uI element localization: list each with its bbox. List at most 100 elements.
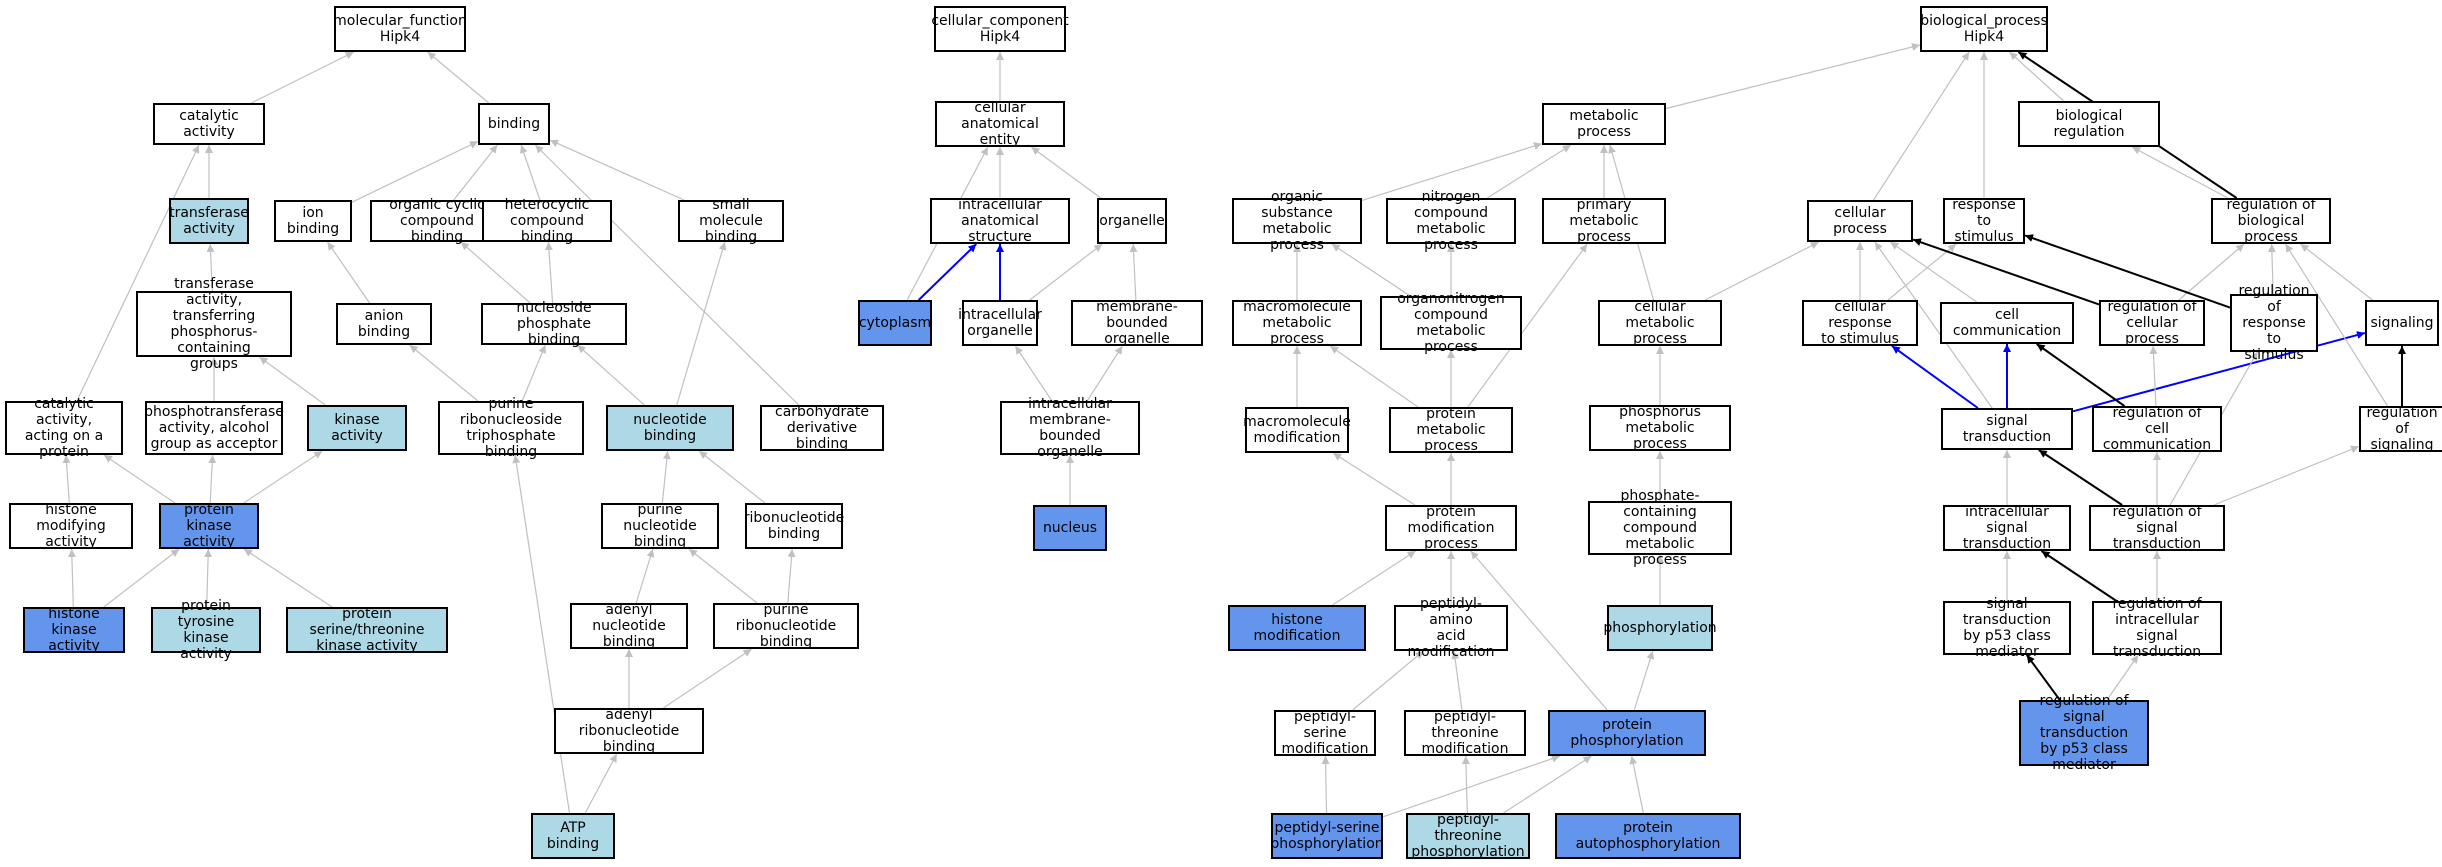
node-sigtrans: signal transduction [1941,408,2073,450]
node-regsigtrans: regulation of signal transduction [2089,504,2225,552]
node-cae: cellular anatomical entity [935,100,1065,148]
edge-icmemorg-to-icorg [1014,345,1053,402]
node-pepaa: peptidyl-amino acid modification [1394,596,1508,660]
node-regcell: regulation of cellular process [2099,299,2205,347]
node-phosph: phosphorylation [1603,605,1717,651]
node-transferase: transferase activity [169,198,249,244]
edge-purribotri-to-anion [409,344,479,402]
edge-pepser-to-pepaa [1352,650,1424,711]
edge-ionbind-to-binding [351,140,479,203]
edge-orgcyc-to-binding [453,144,498,201]
node-respstim: response to stimulus [1943,197,2025,245]
node-icstruct: intracellular anatomical structure [930,197,1070,245]
node-regicsig: regulation of intracellular signal trans… [2092,596,2222,660]
edge-organelle-to-cae [1030,146,1102,199]
node-regresp: regulation of response to stimulus [2230,283,2318,363]
edge-kinase-to-transP [259,356,326,406]
node-hetero: heterocyclic compound binding [482,197,612,245]
node-orgcyc: organic cyclic compound binding [370,197,504,245]
edge-protkin-to-catprot [103,454,176,504]
edge-binding-to-mf [427,51,490,104]
node-nucbind: nucleotide binding [606,405,734,451]
edge-orgsub-to-metab [1361,142,1543,202]
edge-anion-to-ionbind [326,241,371,304]
node-purnuc: purine nucleotide binding [601,502,719,550]
edge-tyrkin-to-protkin [204,548,213,608]
edge-regresp-to-respstim [2024,234,2231,309]
node-cellcomm: cell communication [1940,302,2074,344]
node-protmet: protein metabolic process [1389,406,1513,454]
edge-sigtrans-to-cellproc [1874,241,1993,409]
node-cytoplasm: cytoplasm [858,300,932,346]
edge-histmodp-to-protmod [1332,550,1416,606]
node-atp: ATP binding [531,813,615,859]
edge-regcell-to-regbio [2178,243,2245,301]
edge-protkin-to-phosalc [208,454,217,504]
node-anion: anion binding [336,303,432,345]
node-binding: binding [478,103,550,145]
edge-protmod-to-macromod [1332,452,1416,506]
edge-pepthrp-to-pepthr [1461,755,1470,814]
edge-histkin-to-protkin [103,548,180,608]
edge-regcell-to-cellproc [1912,238,2100,306]
edge-purribonuc-to-purnuc [688,548,758,604]
node-catalytic: catalytic activity [153,103,265,145]
node-nucphos: nucleoside phosphate binding [481,300,627,348]
edge-cellresp-to-respstim [1887,243,1957,301]
node-orgnitro: organonitrogen compound metabolic proces… [1380,291,1522,355]
edge-catalytic-to-mf [250,51,355,104]
edge-transP-to-transferase [206,243,215,292]
node-phosmet: phosphorus metabolic process [1589,404,1731,452]
node-catprot: catalytic activity, acting on a protein [5,396,123,460]
node-tyrkin: protein tyrosine kinase activity [151,598,261,662]
node-phoscont: phosphate-containing compound metabolic … [1588,488,1732,568]
edge-adenucl-to-purnuc [635,548,655,604]
node-histmodp: histone modification [1228,605,1366,651]
node-bp: biological_process Hipk4 [1920,6,2048,52]
edge-histmod-to-catprot [62,454,71,504]
edge-protkin-to-kinase [243,450,323,504]
node-protphos: protein phosphorylation [1548,710,1706,756]
edge-cellproc-to-bp [1873,51,1970,201]
edge-regbio-to-bioreg [2131,146,2229,199]
edge-purnuc-to-nucbind [661,450,671,504]
node-p53: signal transduction by p53 class mediato… [1943,596,2071,660]
edge-cellcomm-to-cellproc [1889,241,1978,303]
edge-protphos-to-protmod [1470,550,1608,711]
node-kinase: kinase activity [307,405,407,451]
node-signaling: signaling [2365,300,2439,346]
edge-regsigtrans-to-sigtrans [2038,449,2123,506]
node-organelle: organelle [1097,198,1167,244]
node-protkin: protein kinase activity [159,502,259,550]
node-serthrkin: protein serine/threonine kinase activity [286,606,448,654]
node-transP: transferase activity, transferring phosp… [136,276,292,372]
edge-purribotri-to-nucphos [521,344,546,402]
node-primmet: primary metabolic process [1542,197,1666,245]
edge-regp53-to-p53 [2025,654,2061,701]
node-regbio: regulation of biological process [2211,197,2331,245]
edge-nitro-to-metab [1486,144,1572,199]
edge-histkin-to-histmod [67,548,76,608]
edge-pepserp-to-protphos [1382,754,1561,818]
edge-protphos-to-phosph [1633,650,1655,711]
edge-hetero-to-binding [519,144,541,201]
node-pepthr: peptidyl-threonine modification [1404,709,1526,757]
node-purribotri: purine ribonucleoside triphosphate bindi… [438,396,584,460]
edge-pepserp-to-pepser [1321,755,1330,814]
node-regp53: regulation of signal transduction by p53… [2019,693,2149,773]
edge-sigtrans-to-cellresp [1891,345,1979,409]
edge-regcomm-to-regcell [2149,345,2158,407]
node-purribonuc: purine ribonucleotide binding [713,602,859,650]
node-icmemorg: intracellular membrane-bounded organelle [1000,396,1140,460]
node-adenucl: adenyl nucleotide binding [570,602,688,650]
edge-atp-to-purribotri [512,454,571,814]
node-bioreg: biological regulation [2018,101,2160,147]
node-memborg: membrane-bounded organelle [1071,299,1203,347]
node-regsig: regulation of signaling [2359,405,2442,453]
node-cellmet: cellular metabolic process [1598,299,1722,347]
edge-serthrkin-to-protkin [243,548,333,608]
edge-orgnitro-to-orgsub [1331,243,1411,297]
node-pepser: peptidyl-serine modification [1274,709,1376,757]
edge-carbo-to-binding [534,144,800,406]
